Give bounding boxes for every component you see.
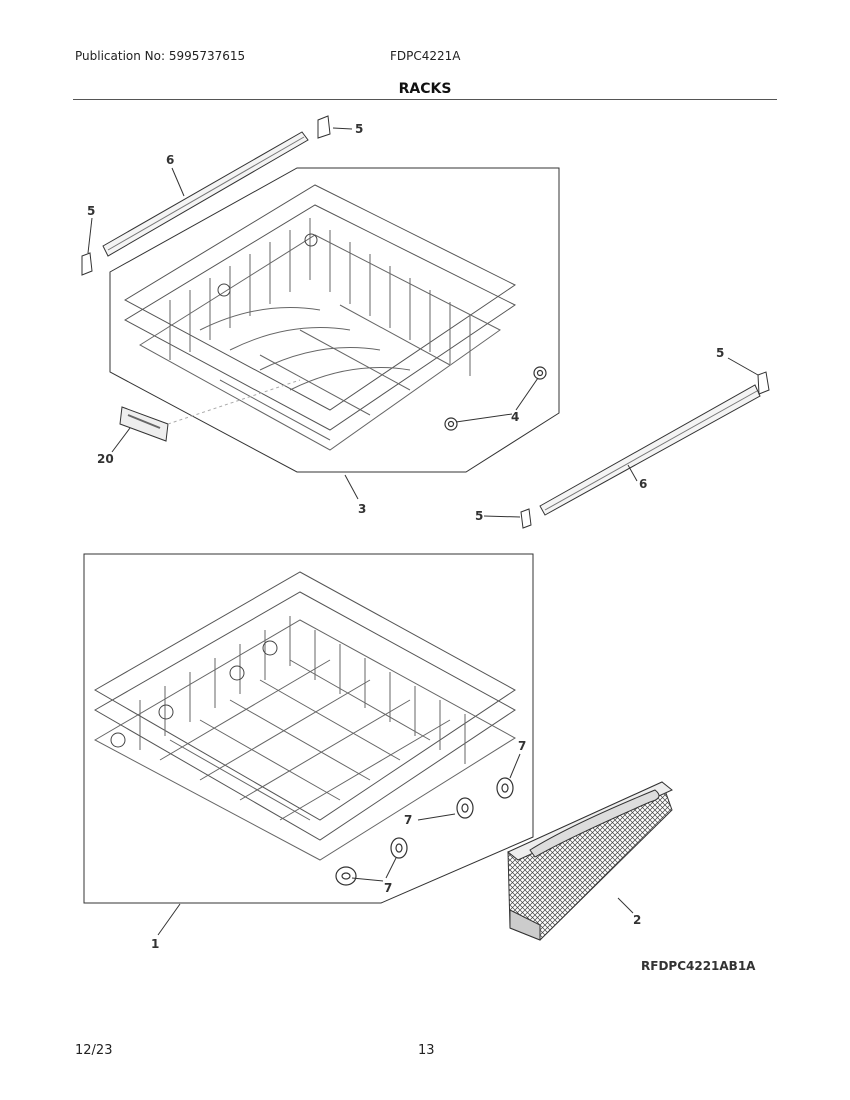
header-rule <box>73 99 777 100</box>
rack-badge <box>119 379 301 442</box>
callout-20: 20 <box>97 452 114 466</box>
lower-rack-assembly <box>83 553 534 904</box>
lower-rack-frame <box>83 553 534 904</box>
upper-rack-frame <box>109 167 560 473</box>
callout-1: 1 <box>151 937 159 951</box>
silverware-basket <box>507 781 673 941</box>
callout-6-lower: 6 <box>639 477 647 491</box>
upper-rack-wheels <box>444 366 547 431</box>
lower-right-rail <box>539 384 761 516</box>
callout-5-bottom: 5 <box>475 509 483 523</box>
callout-leaders <box>87 127 759 936</box>
lower-rack-wheels <box>335 777 514 886</box>
callout-5-left: 5 <box>87 204 95 218</box>
publication-number: Publication No: 5995737615 <box>75 49 246 63</box>
callout-3: 3 <box>358 502 366 516</box>
callout-2: 2 <box>633 913 641 927</box>
rail-end-caps <box>81 115 770 529</box>
diagram-code: RFDPC4221AB1A <box>641 959 756 973</box>
callout-7-middle: 7 <box>404 813 412 827</box>
callout-5-top: 5 <box>355 122 363 136</box>
page-number: 13 <box>418 1043 435 1058</box>
section-title: RACKS <box>398 81 452 97</box>
callout-5-right: 5 <box>716 346 724 360</box>
callout-7-bottom: 7 <box>384 881 392 895</box>
lower-rack-tines <box>139 616 466 821</box>
callout-7-right: 7 <box>518 739 526 753</box>
footer-date: 12/23 <box>75 1043 113 1058</box>
upper-rack-assembly <box>109 167 560 473</box>
callout-4: 4 <box>511 410 519 424</box>
upper-left-rail <box>102 131 309 257</box>
callout-6-upper: 6 <box>166 153 174 167</box>
upper-rack-tines <box>169 218 471 441</box>
model-number: FDPC4221A <box>390 49 461 63</box>
